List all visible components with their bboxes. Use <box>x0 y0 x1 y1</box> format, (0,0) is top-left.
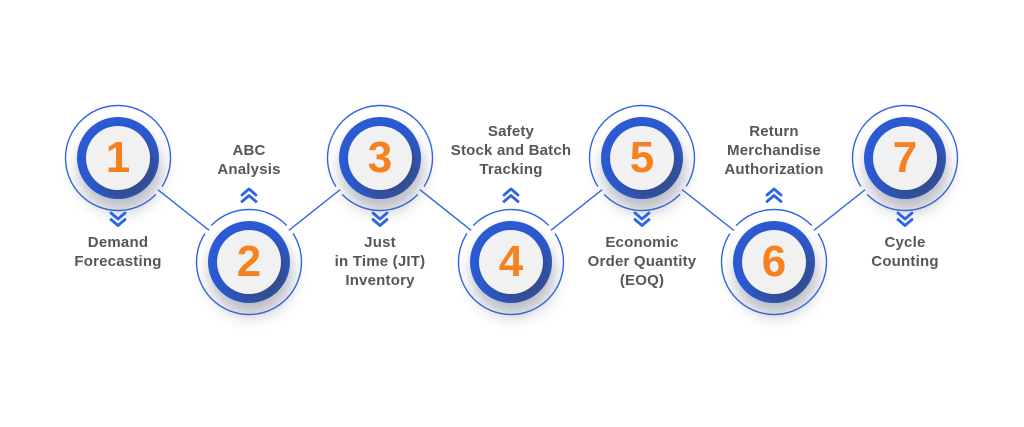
step-6-number: 6 <box>761 237 787 286</box>
step-4-number: 4 <box>498 237 524 286</box>
double-chevron-up-icon <box>239 187 259 204</box>
step-1-label: Demand Forecasting <box>74 234 162 270</box>
step-7-label: Cycle Counting <box>871 234 939 270</box>
step-2-inner-disc: 2 <box>217 230 281 294</box>
step-1-circle: 1 <box>77 117 159 199</box>
step-2-circle: 2 <box>208 221 290 303</box>
step-2-label: ABC Analysis <box>217 142 281 178</box>
step-6-label: Return Merchandise Authorization <box>724 123 824 178</box>
step-2-number: 2 <box>236 237 262 286</box>
step-7-circle: 7 <box>864 117 946 199</box>
step-3-inner-disc: 3 <box>348 126 412 190</box>
step-4-inner-disc: 4 <box>479 230 543 294</box>
step-5-label: Economic Order Quantity (EOQ) <box>587 234 697 289</box>
step-7-inner-disc: 7 <box>873 126 937 190</box>
double-chevron-down-icon <box>895 211 915 228</box>
step-3-circle: 3 <box>339 117 421 199</box>
double-chevron-down-icon <box>370 211 390 228</box>
double-chevron-down-icon <box>632 211 652 228</box>
step-1-number: 1 <box>105 133 131 182</box>
step-5-inner-disc: 5 <box>610 126 674 190</box>
step-5-number: 5 <box>629 133 655 182</box>
step-3-number: 3 <box>367 133 393 182</box>
double-chevron-down-icon <box>108 211 128 228</box>
step-6-inner-disc: 6 <box>742 230 806 294</box>
step-6-circle: 6 <box>733 221 815 303</box>
step-7-number: 7 <box>892 133 918 182</box>
step-1-inner-disc: 1 <box>86 126 150 190</box>
step-5-circle: 5 <box>601 117 683 199</box>
double-chevron-up-icon <box>501 187 521 204</box>
step-4-label: Safety Stock and Batch Tracking <box>450 123 572 178</box>
step-4-circle: 4 <box>470 221 552 303</box>
step-3-label: Just in Time (JIT) Inventory <box>334 234 426 289</box>
double-chevron-up-icon <box>764 187 784 204</box>
